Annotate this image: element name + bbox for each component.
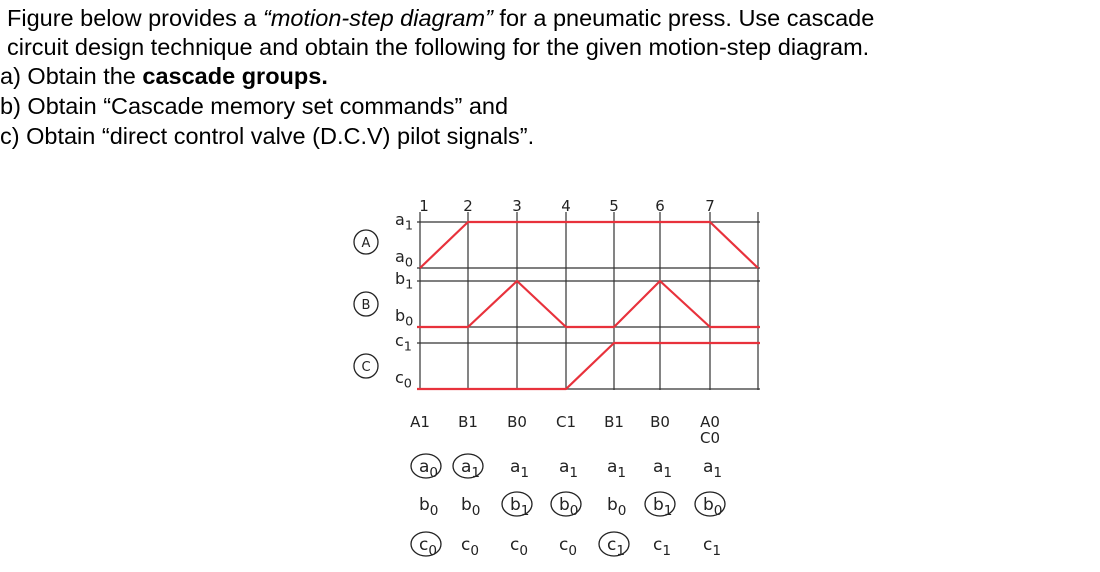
- level-label-lower: c0: [395, 368, 412, 391]
- signal-label: a1: [653, 457, 672, 481]
- signal-label: c0: [419, 535, 437, 559]
- signal-label: c1: [607, 535, 625, 559]
- step-number: 6: [655, 197, 665, 215]
- task-b: b) Obtain “Cascade memory set commands” …: [0, 93, 509, 119]
- task-a: a) Obtain the cascade groups.: [0, 62, 328, 91]
- signal-label: a1: [559, 457, 578, 481]
- signal-label: b0: [703, 495, 722, 519]
- signal-label: b1: [653, 495, 672, 519]
- motion-label: B0: [650, 413, 670, 431]
- step-number: 7: [705, 197, 715, 215]
- signal-circle: [410, 453, 442, 479]
- trace-cylinder-A: [419, 220, 759, 269]
- question-line-2: circuit design technique and obtain the …: [7, 34, 870, 60]
- cylinder-A-circle: [353, 229, 379, 255]
- signal-label: b0: [419, 495, 438, 519]
- motion-label: B0: [507, 413, 527, 431]
- cylinder-B-circle: [353, 291, 379, 317]
- cylinder-label: C: [361, 360, 370, 375]
- level-label-upper: b1: [395, 269, 413, 292]
- trace-cylinder-C: [417, 341, 760, 391]
- signal-label: c0: [510, 535, 528, 559]
- level-label-lower: b0: [395, 306, 413, 329]
- cylinder-label: B: [362, 298, 371, 313]
- step-number: 1: [419, 197, 429, 215]
- step-number: 5: [609, 197, 619, 215]
- step-number: 2: [463, 197, 473, 215]
- signal-label: a1: [461, 457, 480, 481]
- signal-circle: [694, 491, 726, 517]
- signal-circle: [501, 491, 533, 517]
- task-a-bold: cascade groups.: [142, 63, 328, 89]
- signal-label: c0: [461, 535, 479, 559]
- signal-circle: [550, 491, 582, 517]
- signal-circle: [410, 531, 442, 557]
- signal-label: a1: [510, 457, 529, 481]
- level-label-upper: a1: [395, 210, 413, 233]
- signal-circle: [598, 531, 630, 557]
- cylinder-label: A: [362, 236, 371, 251]
- signal-label: c1: [703, 535, 721, 559]
- motion-label: A1: [410, 413, 430, 431]
- question-line-1-end: for a pneumatic press. Use cascade: [492, 5, 875, 31]
- signal-label: b1: [510, 495, 529, 519]
- motion-label: C1: [556, 413, 576, 431]
- level-label-upper: c1: [395, 331, 412, 354]
- motion-label: A0: [700, 413, 720, 431]
- signal-circle: [452, 453, 484, 479]
- signal-label: c1: [653, 535, 671, 559]
- signal-label: c0: [559, 535, 577, 559]
- motion-label: B1: [458, 413, 478, 431]
- signal-label: b0: [607, 495, 626, 519]
- signal-label: a1: [607, 457, 626, 481]
- step-number: 4: [561, 197, 571, 215]
- question-line-1-start: Figure below provides a: [7, 5, 264, 31]
- question-line-1: Figure below provides a “motion-step dia…: [7, 4, 874, 33]
- signal-label: b0: [461, 495, 480, 519]
- level-label-lower: a0: [395, 247, 413, 270]
- task-c: c) Obtain “direct control valve (D.C.V) …: [0, 123, 535, 149]
- signal-circle: [644, 491, 676, 517]
- signal-label: a0: [419, 457, 438, 481]
- task-a-label: a) Obtain the: [0, 63, 143, 89]
- motion-label: C0: [700, 429, 720, 447]
- trace-cylinder-B: [417, 279, 760, 329]
- signal-label: a1: [703, 457, 722, 481]
- step-number: 3: [512, 197, 522, 215]
- signal-label: b0: [559, 495, 578, 519]
- motion-label: B1: [604, 413, 624, 431]
- diagram-name-emphasis: “motion-step diagram”: [263, 5, 493, 31]
- cylinder-C-circle: [353, 353, 379, 379]
